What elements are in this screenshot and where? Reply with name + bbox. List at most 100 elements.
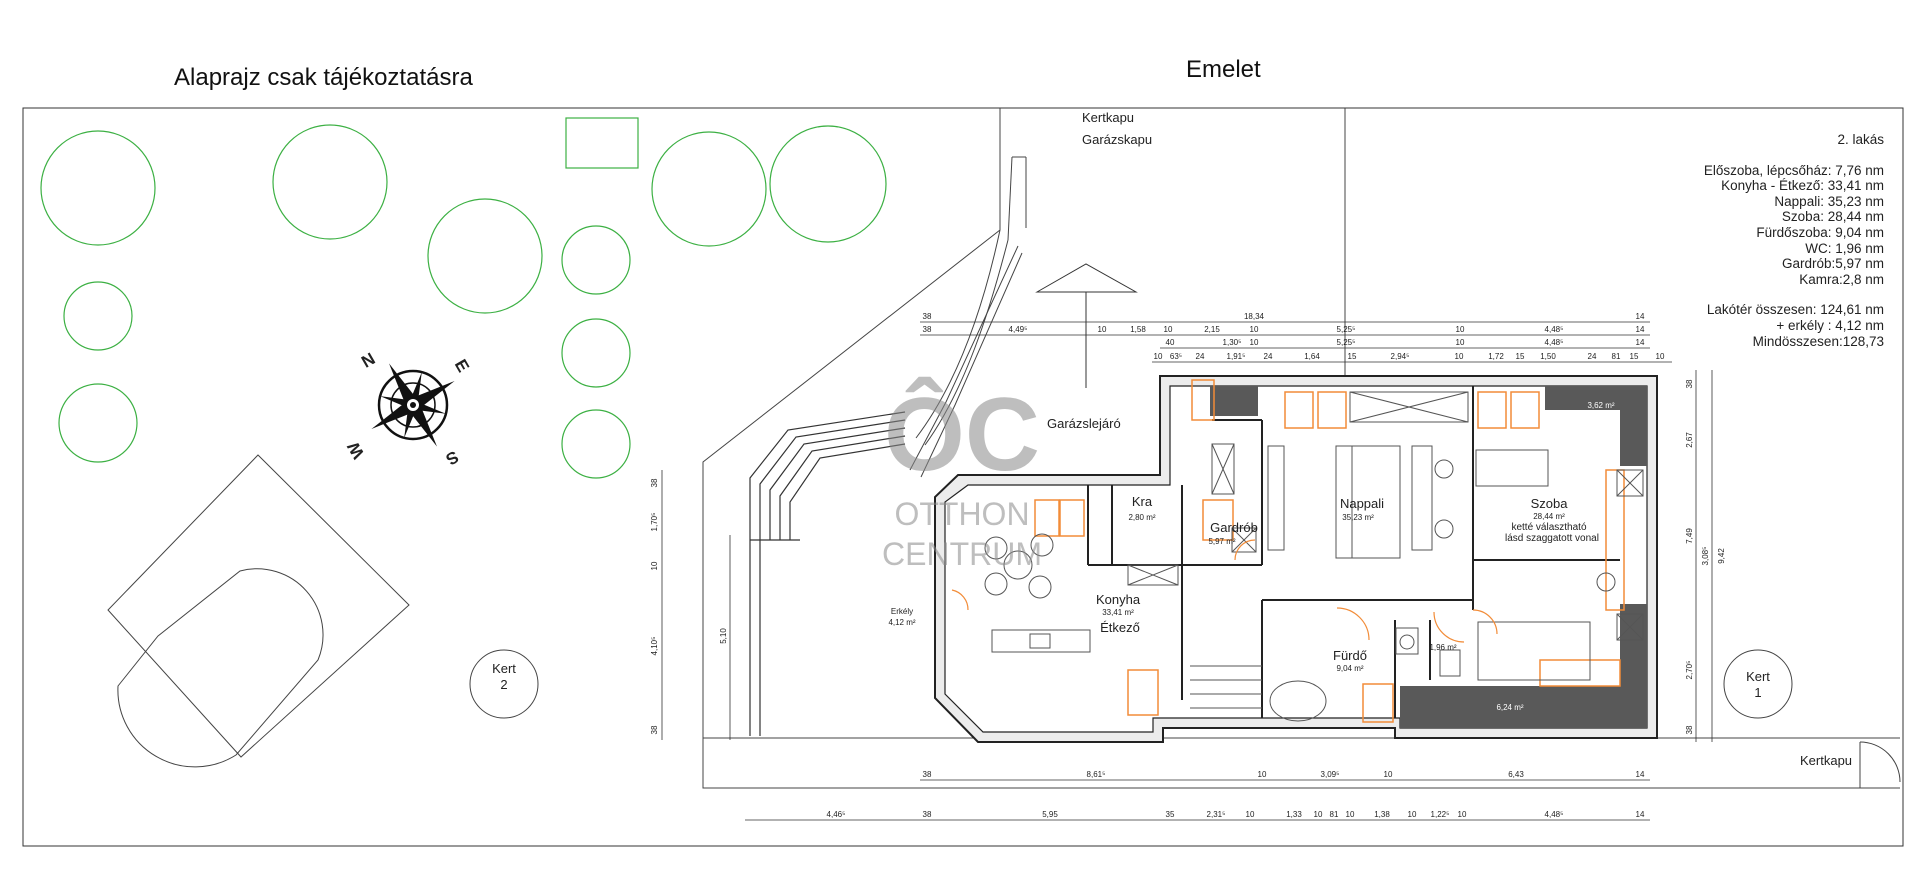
dim-label: 1,58 <box>1130 325 1146 334</box>
dim-label: 3,09⁵ <box>1321 770 1340 779</box>
dim-label: 10 <box>1458 810 1467 819</box>
dim-label: 3,08⁵ <box>1701 547 1710 566</box>
dim-label: 24 <box>1264 352 1273 361</box>
dim-label: 9,42 <box>1717 548 1726 564</box>
compass-s-label: S <box>443 447 462 469</box>
kert-1-marker: Kert 1 <box>1723 649 1793 719</box>
legend-room-line: Fürdőszoba: 9,04 nm <box>1756 224 1884 240</box>
dim-label: 1,22⁵ <box>1431 810 1450 819</box>
dim-label: 4,49⁵ <box>1009 325 1028 334</box>
kert-1-number: 1 <box>1754 685 1761 700</box>
dim-label: 1,70⁵ <box>650 513 659 532</box>
room-etkezo-name: Étkező <box>1100 620 1140 635</box>
legend-room-line: Gardrób:5,97 nm <box>1781 256 1884 272</box>
tree <box>272 124 388 240</box>
terrace-outline <box>107 454 410 758</box>
dim-label: 24 <box>1588 352 1597 361</box>
room-erkely-area: 4,12 m² <box>888 618 915 627</box>
dim-label: 10 <box>1246 810 1255 819</box>
dim-label: 10 <box>1250 338 1259 347</box>
dim-label: 10 <box>1384 770 1393 779</box>
tree <box>561 409 631 479</box>
garden-trees <box>40 117 887 479</box>
dim-label: 1,33 <box>1286 810 1302 819</box>
kertkapu-top-label: Kertkapu <box>1082 110 1134 125</box>
garazskapu-label: Garázskapu <box>1082 132 1152 147</box>
dim-label: 7,49 <box>1685 528 1694 544</box>
dim-label: 5,25⁵ <box>1337 325 1356 334</box>
dim-label: 1,30⁵ <box>1223 338 1242 347</box>
storage-blocks <box>1210 386 1647 728</box>
legend-unit: 2. lakás <box>1837 132 1884 147</box>
site-boundary <box>22 107 1904 847</box>
floor-title: Emelet <box>1186 56 1261 83</box>
dim-label: 10 <box>1164 325 1173 334</box>
legend-total-line: Lakótér összesen: 124,61 nm <box>1706 302 1884 318</box>
room-szoba-name: Szoba <box>1531 496 1569 511</box>
storage-top-area: 3,62 m² <box>1587 401 1614 410</box>
dim-label: 2,31⁵ <box>1207 810 1226 819</box>
dim-label: 38 <box>1685 725 1694 734</box>
legend-total-line: + erkély : 4,12 nm <box>1776 317 1884 333</box>
exterior-stairs <box>749 411 906 736</box>
dim-label: 1,38 <box>1374 810 1390 819</box>
tree <box>561 225 631 295</box>
tree <box>40 130 156 246</box>
vertical-dimension-labels: 38 1,70⁵ 10 4,10⁵ 38 5,10 38 2,67 7,49 3… <box>650 379 1726 734</box>
dim-label: 14 <box>1636 810 1645 819</box>
tree <box>651 131 767 247</box>
dim-label: 1,64 <box>1304 352 1320 361</box>
built-in-furniture <box>1034 379 1625 723</box>
dim-label: 5,25⁵ <box>1337 338 1356 347</box>
dim-label: 35 <box>1166 810 1175 819</box>
dim-label: 5,10 <box>719 628 728 644</box>
dim-label: 38 <box>923 325 932 334</box>
dim-label: 4,48⁵ <box>1545 325 1564 334</box>
dim-label: 4,48⁵ <box>1545 338 1564 347</box>
legend-room-line: WC: 1,96 nm <box>1805 240 1884 256</box>
kertkapu-bottom-label: Kertkapu <box>1800 753 1852 768</box>
dim-label: 15 <box>1630 352 1639 361</box>
tree <box>63 281 133 351</box>
dim-label: 24 <box>1196 352 1205 361</box>
garage-ramp-lines <box>702 108 1901 789</box>
dim-label: 10 <box>1314 810 1323 819</box>
dim-label: 81 <box>1330 810 1339 819</box>
dim-label: 2,70⁵ <box>1685 661 1694 680</box>
dim-label: 38 <box>650 725 659 734</box>
room-szoba-note-2: lásd szaggatott vonal <box>1505 533 1599 544</box>
room-konyha-name: Konyha <box>1096 592 1141 607</box>
dim-label: 38 <box>923 770 932 779</box>
room-furdo-area: 9,04 m² <box>1336 664 1363 673</box>
room-nappali-name: Nappali <box>1340 496 1384 511</box>
room-szoba-note-1: ketté választható <box>1511 522 1586 533</box>
dim-label: 10 <box>1154 352 1163 361</box>
garden-bed <box>565 117 639 169</box>
watermark-logo: ÔC <box>884 376 1040 493</box>
dim-label: 10 <box>1456 338 1465 347</box>
dim-label: 1,50 <box>1540 352 1556 361</box>
compass-n-label: N <box>358 349 378 372</box>
watermark-line-2: CENTRUM <box>882 536 1042 572</box>
dim-label: 10 <box>1408 810 1417 819</box>
kert-2-number: 2 <box>500 677 507 692</box>
dim-label: 18,34 <box>1244 312 1265 321</box>
dim-label: 1,72 <box>1488 352 1504 361</box>
dim-label: 63⁵ <box>1170 352 1182 361</box>
dim-label: 2,67 <box>1685 432 1694 448</box>
dim-label: 4,48⁵ <box>1545 810 1564 819</box>
watermark-line-1: OTTHON <box>894 496 1029 532</box>
area-legend: 2. lakás Előszoba, lépcsőház: 7,76 nm Ko… <box>1704 132 1884 349</box>
dim-label: 10 <box>1656 352 1665 361</box>
room-konyha-area: 33,41 m² <box>1102 608 1134 617</box>
kert-2-marker: Kert 2 <box>469 649 539 719</box>
furniture <box>984 391 1644 722</box>
dim-label: 38 <box>923 312 932 321</box>
legend-room-line: Nappali: 35,23 nm <box>1774 193 1884 209</box>
dimension-lines <box>661 321 1713 821</box>
room-wc-area: 1,96 m² <box>1429 643 1456 652</box>
dim-label: 6,43 <box>1508 770 1524 779</box>
dim-label: 14 <box>1636 312 1645 321</box>
room-gardrob-area: 5,97 m² <box>1208 537 1235 546</box>
